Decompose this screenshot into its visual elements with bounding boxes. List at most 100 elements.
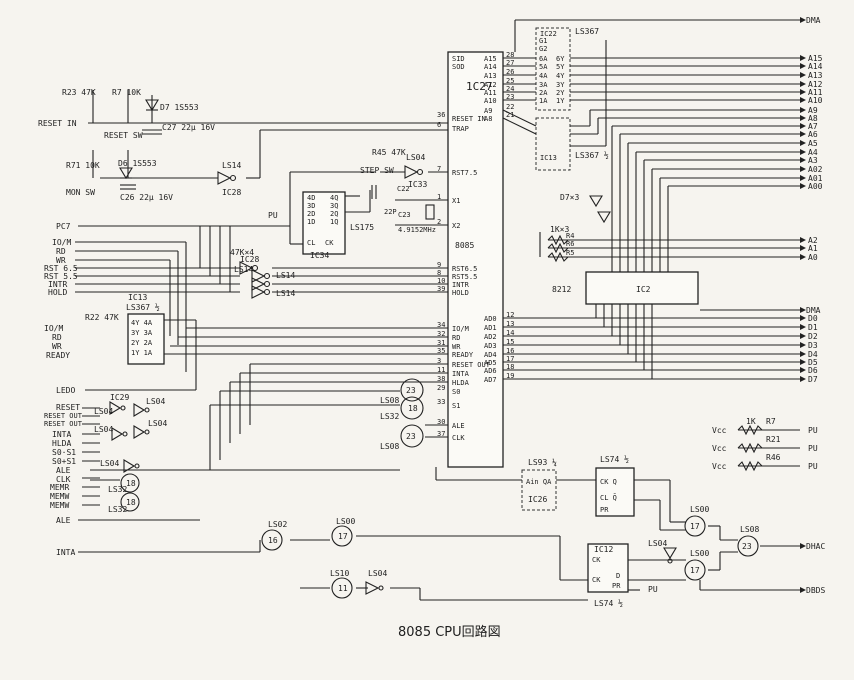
output-arrow [800,237,806,243]
ic34-name: IC34 [310,251,329,260]
signal-a3: A3 [808,156,818,165]
gate-ls08a-label: LS08 [380,396,399,405]
r6-label: R6 [566,240,574,248]
cpu-pin-s0: S0 [452,388,460,396]
signal-pu-2: PU [808,444,818,453]
cpu-pin-rst7-5: RST7.5 [452,169,477,177]
signal-rd: RD [56,247,66,256]
cpu-pin-rd: RD [452,334,460,342]
r45-label: R45 47K [372,148,406,157]
cpu-pin-intr: INTR [452,281,470,289]
signal-vcc-2: Vcc [712,444,727,453]
signal-reset-out: RESET OUT [44,412,83,420]
d7x3-label: D7×3 [560,193,579,202]
cpu-pin-ready: READY [452,351,474,359]
ic13b-name: IC13 [128,293,147,302]
cpu-pin-rst5-5: RST5.5 [452,273,477,281]
resistors [547,234,763,472]
gate-ls32c-label: LS32 [108,505,127,514]
signal-d6: D6 [808,366,818,375]
gate-ls14a-label: LS14 [222,161,241,170]
ic22-pin-2a: 2A [539,89,548,97]
ic22-pin-1y: 1Y [556,97,565,105]
svg-text:2Q: 2Q [330,210,338,218]
output-arrow [800,55,806,61]
svg-text:2D: 2D [307,210,315,218]
gate-16-label: 16 [268,536,278,545]
ic12-name: IC12 [594,545,613,554]
output-arrow [800,89,806,95]
gate-ls04f-label: LS04 [368,569,387,578]
svg-text:Ain QA: Ain QA [526,478,552,486]
cpu-pin-number: 37 [437,430,445,438]
signal-vcc-3: Vcc [712,462,727,471]
ic22-pin-6y: 6Y [556,55,565,63]
signal-a12: A12 [808,80,823,89]
cpu-pin-ad7: AD7 [484,376,497,384]
svg-text:CK: CK [325,239,334,247]
gate-17c-label: 17 [690,566,700,575]
gate-ls04c-label: LS04 [146,397,165,406]
output-arrow [800,543,806,549]
signal-a5: A5 [808,139,818,148]
cpu-pin-wr: WR [452,343,461,351]
gate-ic28b-label: IC28 [240,255,259,264]
signal-a00: A00 [808,182,823,191]
signal-memw-2: MEMW [50,501,69,510]
output-arrow [800,351,806,357]
output-arrow [800,107,806,113]
cpu-pin-number: 35 [437,347,445,355]
gate-ls04e-label: LS04 [148,419,167,428]
ls74-flipflop-a: LS74 ½ CK Q CL Q̄ PR [595,454,635,517]
gate-17b-label: 17 [690,522,700,531]
ic22-pin-3y: 3Y [556,81,565,89]
gate-18c-label: 18 [126,498,136,507]
c26-label: C26 22μ 16V [120,193,173,202]
cpu-pin-number: 31 [437,339,445,347]
right-signal-labels: DMA DMA DHAC DBDS Vcc Vcc Vcc PU PU PU P… [648,16,825,595]
output-arrow [800,131,806,137]
gate-ls08b-label: LS08 [380,442,399,451]
gate-ls04g-label: LS04 [100,459,119,468]
cpu-pin-number: 27 [506,59,514,67]
signal-clk: CLK [56,475,71,484]
signal-wr-2: WR [52,342,62,351]
signal-d4: D4 [808,350,818,359]
ic22-pin-4y: 4Y [556,72,565,80]
output-arrow [800,63,806,69]
svg-text:3D: 3D [307,202,315,210]
ic2-part: 8212 [552,285,571,294]
signal-a4: A4 [808,148,818,157]
d6-label: D6 1S553 [118,159,157,168]
cpu-pin-number: 12 [506,311,514,319]
cpu-pin-number: 25 [506,77,514,85]
signal-a0-low: A0 [808,253,818,262]
signal-a10: A10 [808,96,823,105]
svg-text:CL: CL [307,239,315,247]
cpu-pin-a9: A9 [484,107,492,115]
cpu-pin-number: 21 [506,111,514,119]
r-bank-label: 47K×4 [230,248,254,257]
ic2b-part: LS74 ½ [600,454,629,464]
ic12-part: LS74 ½ [594,598,623,608]
signal-rd-2: RD [52,333,62,342]
gate-ls32b-label: LS32 [108,485,127,494]
cpu-pin-a15: A15 [484,55,497,63]
reset-sw-label: RESET SW [104,131,143,140]
output-arrow [800,183,806,189]
signal-ledo: LEDO [56,386,75,395]
cpu-pin-number: 22 [506,103,514,111]
svg-text:4Y 4A: 4Y 4A [131,319,153,327]
cpu-name: 1C27 [466,80,493,93]
signal-a6: A6 [808,130,818,139]
left-signal-labels: RESET IN PC7 IO/M RD WR RST 6.5 RST 5.5 … [38,119,278,557]
gate-ic33-label: IC33 [408,180,427,189]
ic22-part: LS367 [575,27,599,36]
cpu-pin-ad0: AD0 [484,315,497,323]
d7-label: D7 1S553 [160,103,199,112]
signal-s0s1b: S0+S1 [52,457,76,466]
cpu-pin-number: 23 [506,93,514,101]
cpu-pin-ad1: AD1 [484,324,497,332]
